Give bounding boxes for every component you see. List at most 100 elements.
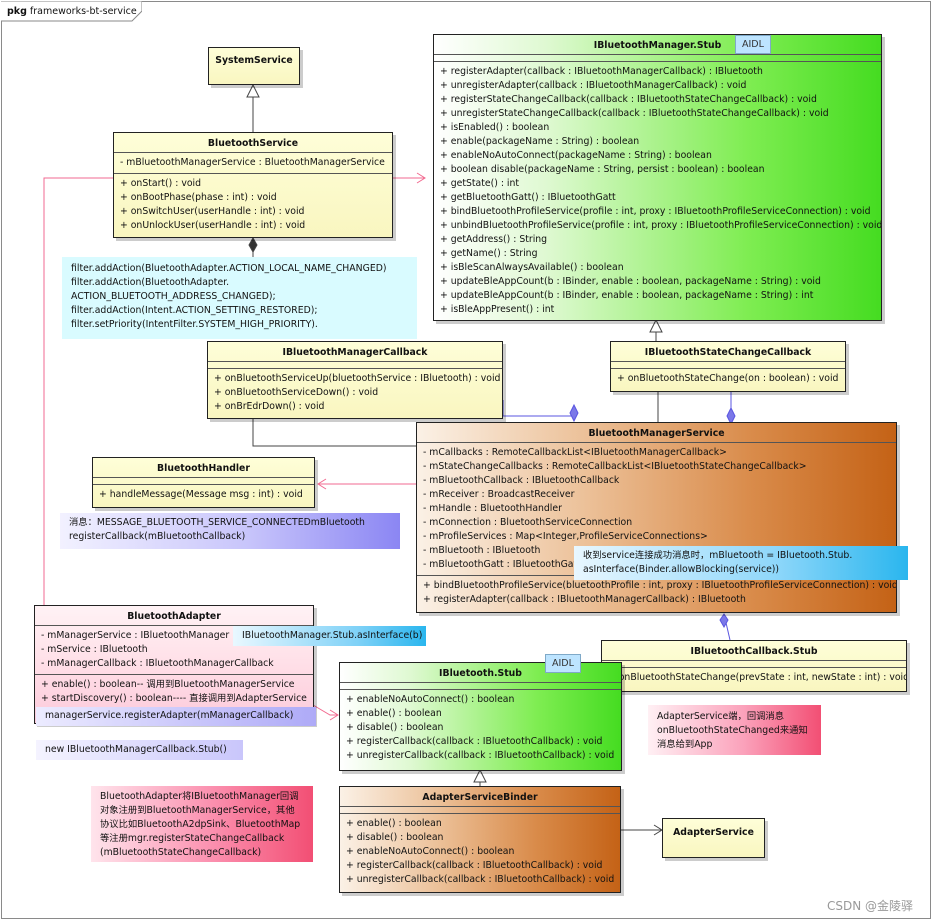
operation: + registerCallback(callback : IBluetooth… bbox=[346, 860, 603, 871]
operation: + registerStateChangeCallback(callback :… bbox=[440, 94, 817, 105]
note-line: 等注册mgr.registerStateChangeCallback bbox=[100, 833, 285, 844]
note-adapter-service-cb: AdapterService端，回调消息 onBluetoothStateCha… bbox=[648, 705, 821, 755]
note-line: AdapterService端，回调消息 bbox=[657, 711, 785, 722]
attribute: - mService : IBluetooth bbox=[41, 644, 148, 655]
class-system-service[interactable]: SystemService bbox=[208, 47, 300, 85]
class-bluetooth-manager-service[interactable]: BluetoothManagerService - mCallbacks : R… bbox=[416, 422, 897, 613]
note-line: filter.addAction(BluetoothAdapter.ACTION… bbox=[71, 263, 387, 274]
attribute-section bbox=[93, 478, 314, 485]
class-ibluetooth-manager-callback[interactable]: IBluetoothManagerCallback + onBluetoothS… bbox=[207, 341, 503, 419]
note-line: onBluetoothStateChanged来通知 bbox=[657, 725, 808, 736]
attribute: - mManagerService : IBluetoothManager bbox=[41, 630, 230, 641]
class-name: IBluetoothManagerCallback bbox=[208, 342, 502, 362]
operation: + registerCallback(callback : IBluetooth… bbox=[346, 736, 603, 747]
attribute: - mProfileServices : Map<Integer,Profile… bbox=[423, 531, 708, 542]
class-name: AdapterService bbox=[673, 827, 754, 838]
attribute-section bbox=[208, 362, 502, 369]
operation: + bindBluetoothProfileService(bluetoothP… bbox=[423, 580, 897, 591]
operation: + updateBleAppCount(b : IBinder, enable … bbox=[440, 290, 814, 301]
operation: + registerAdapter(callback : IBluetoothM… bbox=[423, 594, 746, 605]
class-adapter-service[interactable]: AdapterService bbox=[662, 818, 765, 858]
attribute: - mCallbacks : RemoteCallbackList<IBluet… bbox=[423, 447, 727, 458]
note-register-adapter: managerService.registerAdapter(mManagerC… bbox=[36, 707, 316, 726]
aidl-tag: AIDL bbox=[735, 35, 771, 54]
attribute: - mBluetoothCallback : IBluetoothCallbac… bbox=[423, 475, 620, 486]
class-ibluetooth-callback-stub[interactable]: IBluetoothCallback.Stub + onBluetoothSta… bbox=[601, 640, 907, 692]
class-ibluetooth-stub[interactable]: IBluetooth.Stub + enableNoAutoConnect() … bbox=[339, 662, 622, 771]
attribute-section: - mManagerService : IBluetoothManager - … bbox=[35, 626, 313, 675]
class-name: BluetoothManagerService bbox=[417, 423, 896, 443]
note-service-connected: 收到service连接成功消息时，mBluetooth = IBluetooth… bbox=[574, 546, 908, 580]
attribute-section bbox=[602, 661, 906, 668]
class-name: BluetoothService bbox=[114, 133, 392, 153]
operation-section: + registerAdapter(callback : IBluetoothM… bbox=[434, 61, 881, 320]
operation: + onBluetoothStateChange(on : boolean) :… bbox=[617, 373, 839, 384]
operation: + handleMessage(Message msg : int) : voi… bbox=[99, 489, 303, 500]
operation: + onSwitchUser(userHandle : int) : void bbox=[120, 206, 305, 217]
attribute-section bbox=[340, 807, 620, 814]
note-new-callback: new IBluetoothManagerCallback.Stub() bbox=[36, 740, 243, 760]
class-bluetooth-adapter[interactable]: BluetoothAdapter - mManagerService : IBl… bbox=[34, 605, 314, 724]
operation: + enable() : boolean-- 调用到BluetoothManag… bbox=[41, 679, 295, 690]
operation: + registerAdapter(callback : IBluetoothM… bbox=[440, 66, 763, 77]
class-name: IBluetooth.Stub bbox=[340, 663, 621, 683]
operation: + unregisterStateChangeCallback(callback… bbox=[440, 108, 829, 119]
note-line: 消息：MESSAGE_BLUETOOTH_SERVICE_CONNECTEDmB… bbox=[69, 517, 365, 528]
operation: + getName() : String bbox=[440, 248, 538, 259]
operation-section: + onBluetoothServiceUp(bluetoothService … bbox=[208, 369, 502, 417]
class-name: BluetoothHandler bbox=[93, 458, 314, 478]
operation: + boolean disable(packageName : String, … bbox=[440, 164, 765, 175]
operation: + getBluetoothGatt() : IBluetoothGatt bbox=[440, 192, 616, 203]
operation-section: + onStart() : void + onBootPhase(phase :… bbox=[114, 174, 392, 236]
operation: + disable() : boolean bbox=[346, 722, 444, 733]
operation: + bindBluetoothProfileService(profile : … bbox=[440, 206, 871, 217]
operation: + isBleScanAlwaysAvailable() : boolean bbox=[440, 262, 624, 273]
operation: + unregisterCallback(callback : IBluetoo… bbox=[346, 750, 615, 761]
note-line: 收到service连接成功消息时，mBluetooth = IBluetooth… bbox=[583, 550, 853, 561]
operation: + isBleAppPresent() : int bbox=[440, 304, 555, 315]
aidl-tag: AIDL bbox=[545, 654, 581, 673]
class-name: BluetoothAdapter bbox=[35, 606, 313, 626]
note-line: registerCallback(mBluetoothCallback) bbox=[69, 531, 246, 542]
class-name: AdapterServiceBinder bbox=[340, 787, 620, 807]
operation: + getAddress() : String bbox=[440, 234, 548, 245]
note-line: 协议比如BluetoothA2dpSink、BluetoothMap bbox=[100, 819, 301, 830]
note-adapter-register: BluetoothAdapter将IBluetoothManager回调 对象注… bbox=[91, 786, 313, 862]
attribute: - mBluetoothManagerService : BluetoothMa… bbox=[120, 157, 385, 168]
note-line: ACTION_BLUETOOTH_ADDRESS_CHANGED); bbox=[71, 291, 276, 302]
note-line: new IBluetoothManagerCallback.Stub() bbox=[45, 744, 227, 755]
operation: + onStart() : void bbox=[120, 178, 202, 189]
attribute: - mBluetooth : IBluetooth bbox=[423, 545, 541, 556]
note-line: filter.setPriority(IntentFilter.SYSTEM_H… bbox=[71, 319, 318, 330]
operation: + disable() : boolean bbox=[346, 832, 444, 843]
class-bluetooth-service[interactable]: BluetoothService - mBluetoothManagerServ… bbox=[113, 132, 393, 238]
operation: + enable(packageName : String) : boolean bbox=[440, 136, 640, 147]
note-line: BluetoothAdapter将IBluetoothManager回调 bbox=[100, 791, 299, 802]
class-bluetooth-handler[interactable]: BluetoothHandler + handleMessage(Message… bbox=[92, 457, 315, 508]
note-line: 消息给到App bbox=[657, 739, 713, 750]
operation: + enable() : boolean bbox=[346, 708, 442, 719]
operation: + enableNoAutoConnect() : boolean bbox=[346, 694, 515, 705]
package-name: frameworks-bt-service bbox=[29, 6, 137, 17]
attribute-section: - mCallbacks : RemoteCallbackList<IBluet… bbox=[417, 443, 896, 576]
operation: + enable() : boolean bbox=[346, 818, 442, 829]
operation: + onBluetoothServiceDown() : void bbox=[214, 387, 379, 398]
operation: + enableNoAutoConnect() : boolean bbox=[346, 846, 515, 857]
attribute: - mHandle : BluetoothHandler bbox=[423, 503, 562, 514]
note-line: filter.addAction(Intent.ACTION_SETTING_R… bbox=[71, 305, 318, 316]
note-line: (mBluetoothStateChangeCallback) bbox=[100, 847, 262, 858]
package-keyword: pkg bbox=[7, 6, 27, 17]
note-as-interface: IBluetoothManager.Stub.asInterface(b) bbox=[233, 626, 426, 646]
class-ibluetooth-manager-stub[interactable]: IBluetoothManager.Stub + registerAdapter… bbox=[433, 34, 882, 321]
attribute-section: - mBluetoothManagerService : BluetoothMa… bbox=[114, 153, 392, 174]
class-adapter-service-binder[interactable]: AdapterServiceBinder + enable() : boolea… bbox=[339, 786, 621, 893]
operation: + onUnlockUser(userHandle : int) : void bbox=[120, 220, 306, 231]
class-ibluetooth-state-change-callback[interactable]: IBluetoothStateChangeCallback + onBlueto… bbox=[610, 341, 846, 392]
attribute: - mBluetoothGatt : IBluetoothGatt bbox=[423, 559, 581, 570]
operation: + getState() : int bbox=[440, 178, 520, 189]
operation-section: + enable() : boolean + disable() : boole… bbox=[340, 814, 620, 890]
operation: + startDiscovery() : boolean---- 直接调用到Ad… bbox=[41, 693, 307, 704]
note-line: filter.addAction(BluetoothAdapter. bbox=[71, 277, 230, 288]
operation: + onBluetoothServiceUp(bluetoothService … bbox=[214, 373, 501, 384]
watermark: CSDN @金陵驿 bbox=[827, 899, 914, 913]
